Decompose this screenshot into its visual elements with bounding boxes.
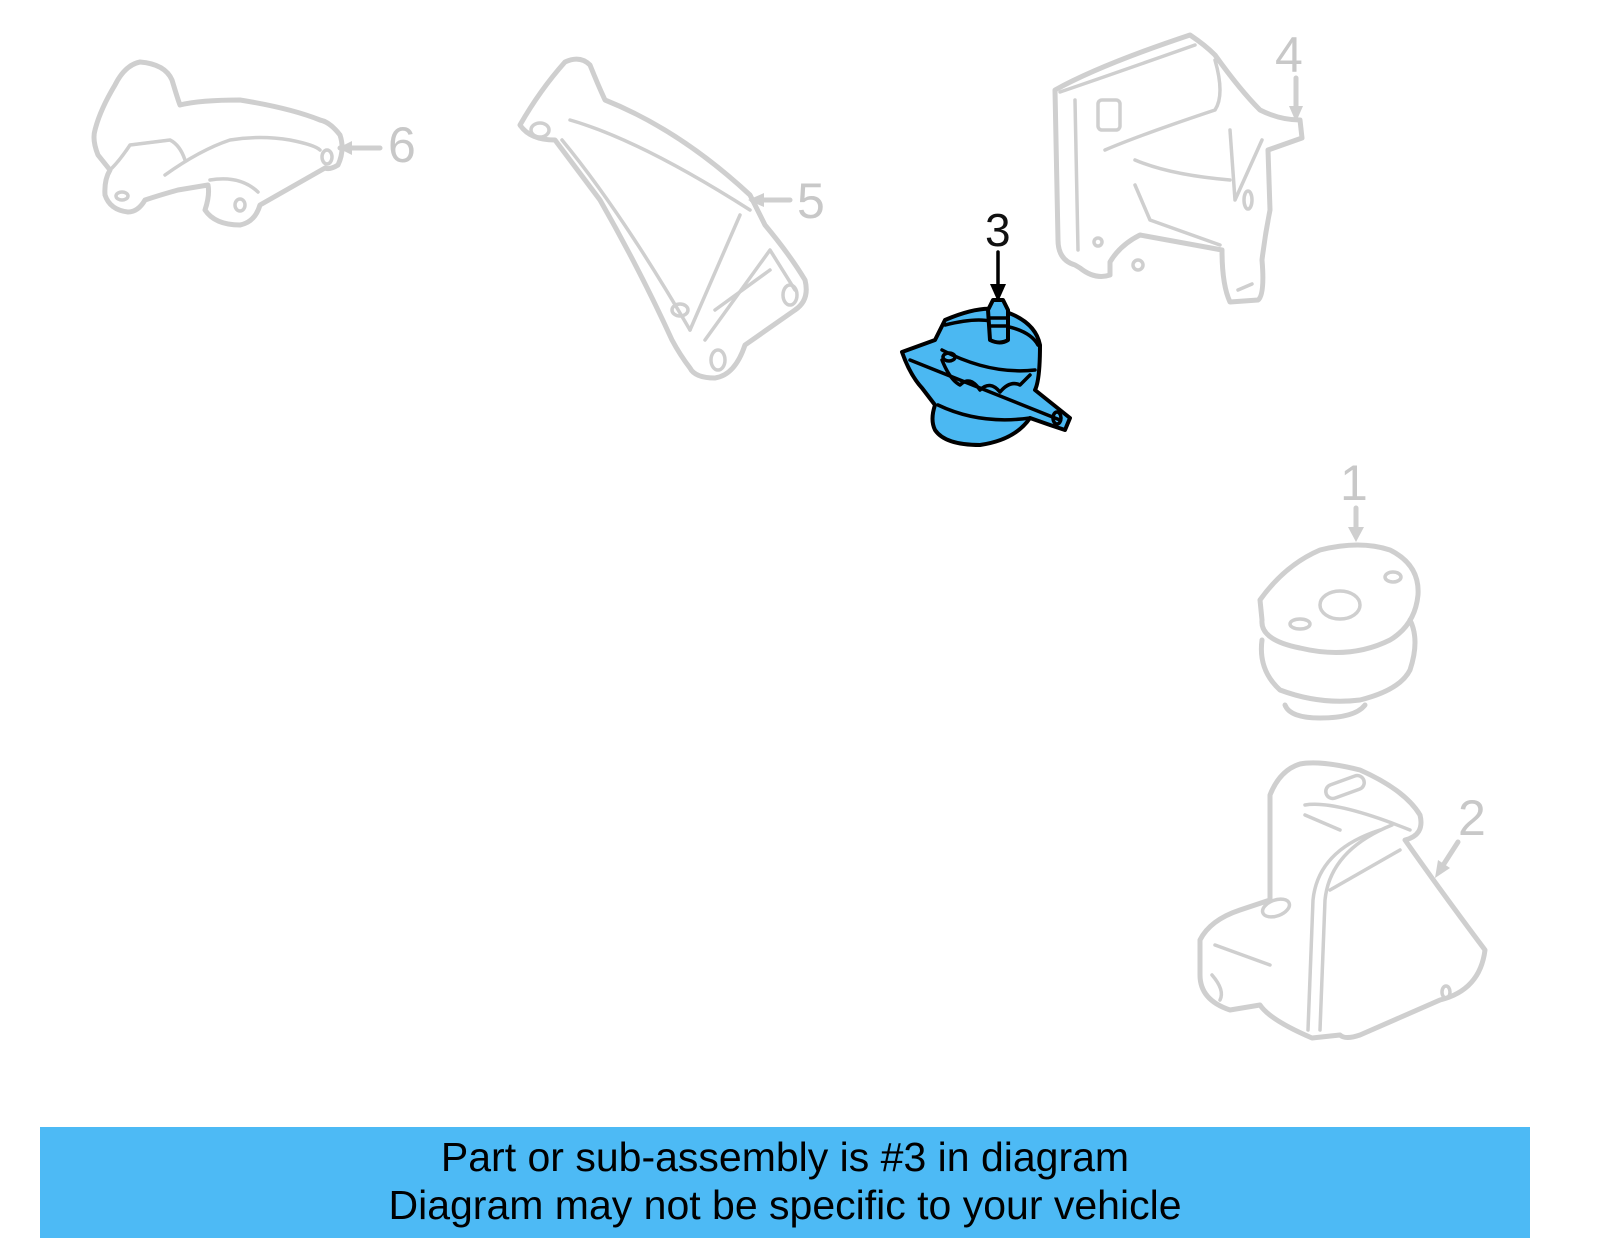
callout-4[interactable]: 4 [1275, 27, 1303, 83]
callout-2[interactable]: 2 [1458, 790, 1486, 846]
callout-5[interactable]: 5 [797, 173, 825, 229]
info-banner: Part or sub-assembly is #3 in diagram Di… [40, 1127, 1530, 1238]
callout-1[interactable]: 1 [1340, 455, 1368, 511]
part-3-engine-mount[interactable] [900, 250, 1072, 447]
part-1-insulator[interactable] [1257, 505, 1421, 721]
banner-part-text: Part or sub-assembly is #3 in diagram [440, 1134, 1130, 1180]
banner-disclaimer-text: Diagram may not be specific to your vehi… [388, 1182, 1182, 1228]
part-5-bracket-arm[interactable] [517, 56, 809, 381]
callout-3[interactable]: 3 [985, 204, 1011, 256]
part-2-bracket[interactable] [1197, 760, 1488, 1041]
callout-6[interactable]: 6 [388, 117, 416, 173]
parts-diagram: 6 5 4 [91, 27, 1488, 1041]
part-4-bracket[interactable] [1052, 32, 1305, 305]
part-6-bracket[interactable] [91, 59, 383, 228]
